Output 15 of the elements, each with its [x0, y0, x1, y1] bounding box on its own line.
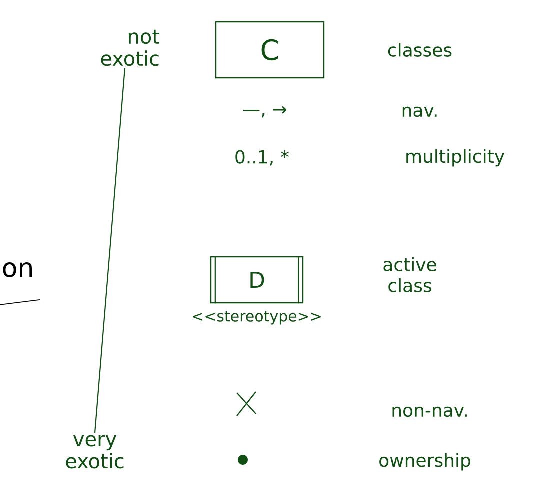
scale-end-label: not exotic — [101, 30, 160, 66]
term: active class — [384, 258, 436, 292]
active-class-box: D — [210, 256, 304, 304]
term: ownership — [380, 453, 470, 471]
abbreviation: nav. — [402, 106, 437, 118]
scale-line — [94, 68, 126, 434]
classes: classes — [388, 43, 452, 57]
scale-end-label: very exotic — [66, 435, 124, 469]
class-box: C — [215, 21, 325, 79]
nav-symbols: —, → — [243, 106, 287, 118]
stereotype-label: <<stereotype>> — [193, 311, 321, 325]
slide-title-fragment: on — [3, 262, 32, 278]
multiplicity-symbols: 0..1, * — [236, 150, 289, 166]
term: multiplicity — [406, 149, 504, 167]
abbreviation: non-nav. — [392, 406, 467, 418]
